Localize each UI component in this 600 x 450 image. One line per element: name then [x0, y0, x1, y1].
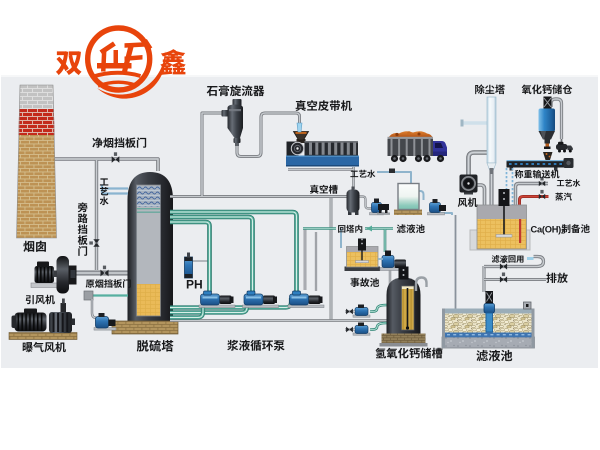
svg-text:PH: PH	[186, 278, 203, 292]
svg-text:Ca(OH)2: Ca(OH)2	[531, 224, 566, 235]
